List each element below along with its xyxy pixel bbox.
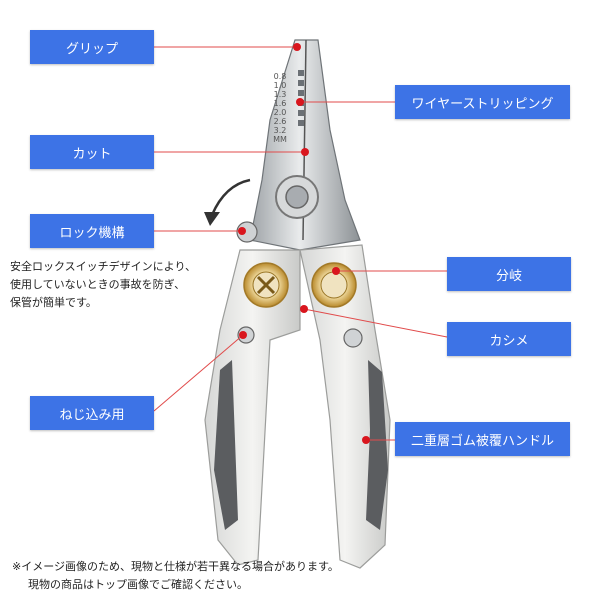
- marker-dots: [238, 43, 370, 444]
- lock-description: 安全ロックスイッチデザインにより、 使用していないときの事故を防ぎ、 保管が簡単…: [10, 258, 225, 312]
- gauge-mark: 1.0: [273, 81, 287, 90]
- label-handle: 二重層ゴム被覆ハンドル: [395, 422, 570, 456]
- lock-description-line: 安全ロックスイッチデザインにより、: [10, 260, 197, 273]
- label-wire-stripping: ワイヤーストリッピング: [395, 85, 570, 119]
- gauge-mark: MM: [273, 135, 287, 144]
- gauge-mark: 0.8: [273, 72, 287, 81]
- leader-lines: [153, 46, 448, 441]
- label-cut: カット: [30, 135, 154, 169]
- label-branch: 分岐: [447, 257, 571, 291]
- gauge-mark: 1.6: [273, 99, 287, 108]
- disclaimer: ※イメージ画像のため、現物と仕様が若干異なる場合があります。 現物の商品はトップ…: [12, 558, 592, 594]
- disclaimer-line: 現物の商品はトップ画像でご確認ください。: [28, 578, 248, 591]
- handles: [204, 244, 391, 569]
- jaws: [249, 39, 361, 251]
- label-lock: ロック機構: [30, 214, 154, 248]
- screw-hole-right: [311, 262, 357, 308]
- label-grip: グリップ: [30, 30, 154, 64]
- label-screw: ねじ込み用: [30, 396, 154, 430]
- lock-arrow-icon: [210, 178, 251, 216]
- gauge-mark: 1.3: [273, 90, 287, 99]
- lock-description-line: 使用していないときの事故を防ぎ、: [10, 278, 186, 291]
- gauge-mark: 2.6: [273, 117, 287, 126]
- gauge-mark: 3.2: [273, 126, 287, 135]
- lock-description-line: 保管が簡単です。: [10, 296, 97, 309]
- gauge-scale: 0.8 1.0 1.3 1.6 2.0 2.6 3.2 MM: [268, 72, 292, 144]
- gauge-mark: 2.0: [273, 108, 287, 117]
- disclaimer-line: ※イメージ画像のため、現物と仕様が若干異なる場合があります。: [12, 560, 339, 573]
- screw-hole-left: [243, 262, 289, 308]
- label-crimp: カシメ: [447, 322, 571, 356]
